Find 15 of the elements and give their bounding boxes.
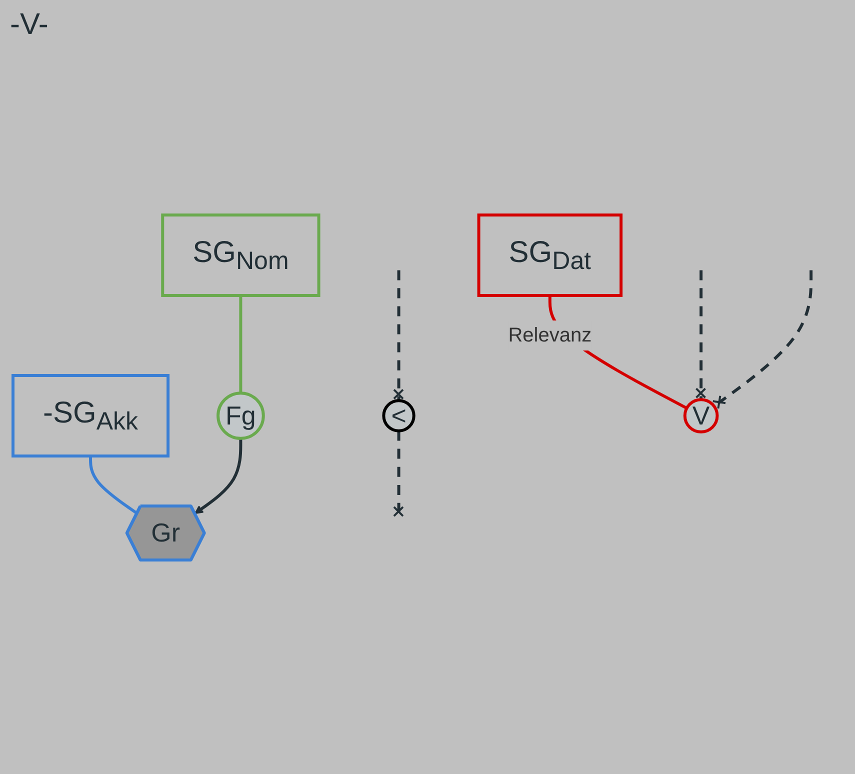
arrow [194, 438, 243, 514]
node-box: SG$_{Dat}$ [478, 213, 624, 296]
node-circle: V [684, 398, 720, 433]
connector [393, 270, 404, 400]
edge-label: Relevanz [508, 324, 592, 346]
node-box: -SG$_{Akk}$ [12, 374, 170, 457]
connector [712, 270, 814, 409]
connector [393, 430, 404, 518]
connector [696, 270, 707, 400]
node-circle: < [382, 398, 416, 432]
connector [89, 456, 139, 514]
connector [240, 295, 243, 393]
text-label: -V- [10, 8, 48, 41]
node-circle: Fg [217, 391, 266, 440]
node-box: SG$_{Nom}$ [162, 213, 321, 296]
